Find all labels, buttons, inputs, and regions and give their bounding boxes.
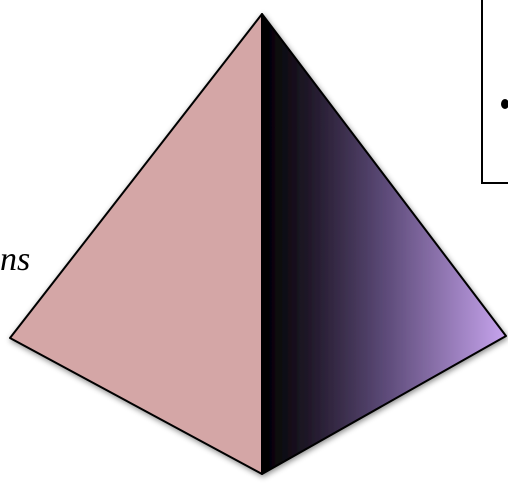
pyramid-body — [10, 14, 506, 474]
pyramid-right-face — [262, 14, 506, 474]
legend-box — [481, 0, 508, 184]
partial-label-text: ns — [0, 243, 30, 277]
pyramid-left-face — [10, 14, 262, 474]
bullet-icon — [501, 99, 508, 109]
